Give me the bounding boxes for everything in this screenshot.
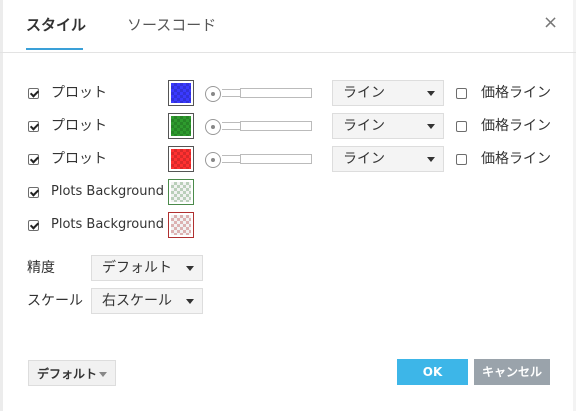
plot-2-price-line-label: 価格ライン <box>481 118 551 134</box>
chevron-down-icon <box>427 91 435 96</box>
backdrop-edge-left <box>0 0 3 411</box>
plot-1-line-style-select[interactable]: ライン <box>332 80 444 106</box>
slider-knob[interactable] <box>205 119 221 135</box>
plot-3-thickness-slider[interactable] <box>205 150 315 172</box>
plot-1-price-line-label: 価格ライン <box>481 85 551 101</box>
slider-knob[interactable] <box>205 152 221 168</box>
plot-1-color-swatch[interactable] <box>168 80 194 106</box>
scale-value: 右スケール <box>102 293 172 309</box>
defaults-dropdown-button[interactable]: デフォルト <box>28 360 116 386</box>
plot-2-thickness-slider[interactable] <box>205 117 315 139</box>
plot-3-price-line-checkbox[interactable] <box>456 154 467 165</box>
plot-2-checkbox[interactable] <box>28 121 39 132</box>
plot-2-color-swatch[interactable] <box>168 113 194 139</box>
plot-1-thickness-slider[interactable] <box>205 84 315 106</box>
plot-3-line-style-select[interactable]: ライン <box>332 146 444 172</box>
plot-2-line-style-select[interactable]: ライン <box>332 113 444 139</box>
chevron-down-icon <box>427 157 435 162</box>
plot-3-checkbox[interactable] <box>28 154 39 165</box>
background-1-label: Plots Background <box>51 184 164 199</box>
plot-1-price-line-checkbox[interactable] <box>456 88 467 99</box>
precision-select[interactable]: デフォルト <box>91 255 203 281</box>
slider-knob[interactable] <box>205 86 221 102</box>
background-2-color-swatch[interactable] <box>168 212 194 238</box>
plot-3-color-fill <box>171 149 191 169</box>
background-2-color-fill <box>171 215 191 235</box>
defaults-label: デフォルト <box>37 367 98 381</box>
plot-2-line-style-value: ライン <box>343 118 385 134</box>
dialog-header: スタイル ソースコード × <box>0 0 576 53</box>
chevron-down-icon <box>186 299 194 304</box>
chevron-down-icon <box>427 124 435 129</box>
background-2-checkbox[interactable] <box>28 220 39 231</box>
backdrop-edge-right <box>573 0 576 411</box>
tab-style[interactable]: スタイル <box>26 16 87 34</box>
slider-track-end <box>240 154 312 164</box>
background-2-label: Plots Background <box>51 217 164 232</box>
plot-3-color-swatch[interactable] <box>168 146 194 172</box>
background-1-color-fill <box>171 182 191 202</box>
slider-track <box>222 89 242 97</box>
close-icon[interactable]: × <box>543 12 559 33</box>
plot-1-checkbox[interactable] <box>28 88 39 99</box>
scale-select[interactable]: 右スケール <box>91 288 203 314</box>
precision-value: デフォルト <box>102 260 172 276</box>
slider-track <box>222 122 242 130</box>
background-1-color-swatch[interactable] <box>168 179 194 205</box>
background-1-checkbox[interactable] <box>28 187 39 198</box>
chevron-down-icon <box>186 266 194 271</box>
plot-3-line-style-value: ライン <box>343 151 385 167</box>
plot-3-price-line-label: 価格ライン <box>481 151 551 167</box>
active-tab-indicator <box>26 48 83 50</box>
plot-1-color-fill <box>171 83 191 103</box>
plot-2-color-fill <box>171 116 191 136</box>
plot-2-price-line-checkbox[interactable] <box>456 121 467 132</box>
cancel-button[interactable]: キャンセル <box>474 359 550 385</box>
slider-track-end <box>240 88 312 98</box>
tab-source-code[interactable]: ソースコード <box>127 16 217 34</box>
plot-1-line-style-value: ライン <box>343 85 385 101</box>
scale-label: スケール <box>27 293 83 309</box>
slider-track-end <box>240 121 312 131</box>
chevron-down-icon <box>99 372 107 377</box>
ok-button[interactable]: OK <box>397 359 468 385</box>
plot-1-label: プロット <box>51 85 107 101</box>
plot-3-label: プロット <box>51 151 107 167</box>
plot-2-label: プロット <box>51 118 107 134</box>
precision-label: 精度 <box>27 260 55 276</box>
slider-track <box>222 155 242 163</box>
